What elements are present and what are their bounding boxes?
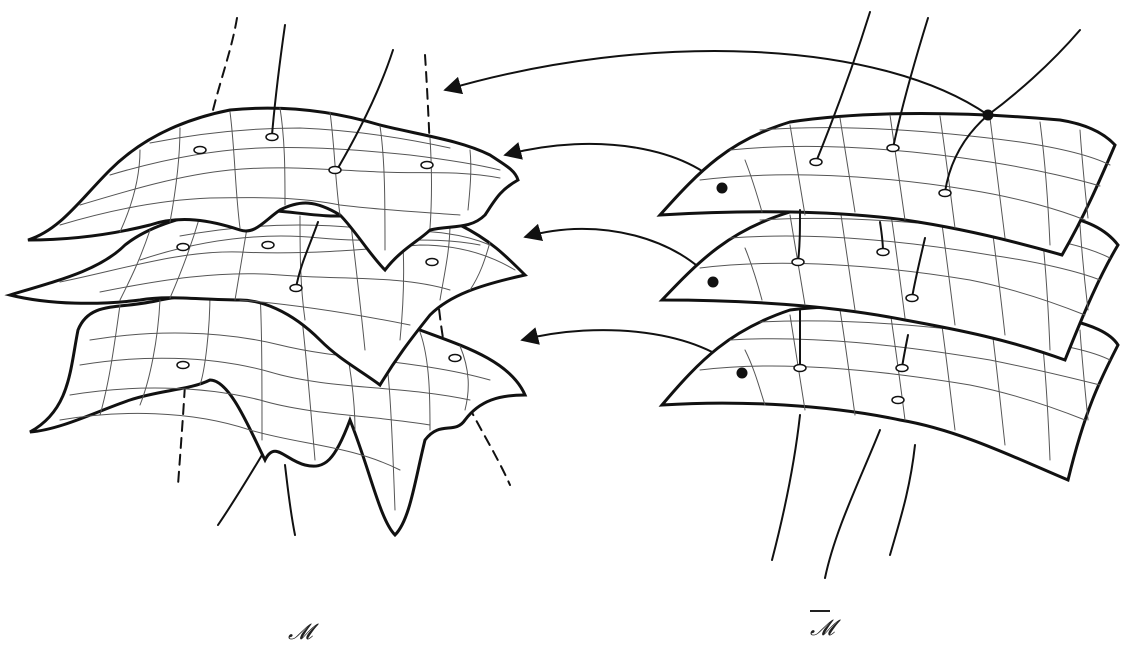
arrow-2 xyxy=(503,142,723,189)
fiber-bottom-2 xyxy=(284,464,296,536)
left-manifold xyxy=(4,17,528,538)
right-piercings xyxy=(791,143,952,405)
right-manifold xyxy=(656,11,1120,579)
fiber-below-2 xyxy=(824,429,881,579)
arrow-3 xyxy=(523,223,714,283)
left-sheet-top xyxy=(27,106,520,273)
fiber-mid-1 xyxy=(295,221,319,289)
arrow-origin-dots xyxy=(707,109,994,379)
left-sheet-bottom xyxy=(29,287,528,538)
fiber-top-1 xyxy=(271,24,286,136)
arrow-1 xyxy=(443,50,989,116)
fiber-below-3 xyxy=(889,444,916,556)
fiber-bottom-1 xyxy=(217,454,263,526)
left-manifold-label: 𝓜 xyxy=(288,620,313,645)
overline-bar xyxy=(810,610,830,612)
fiber-r-1 xyxy=(815,11,871,163)
right-sheet-top xyxy=(656,112,1117,257)
right-manifold-label-text: 𝓜 xyxy=(810,616,835,641)
right-sheet-bottom xyxy=(658,304,1120,483)
fiber-r-6 xyxy=(911,237,926,299)
right-manifold-label: 𝓜 xyxy=(810,610,835,641)
fiber-top-2 xyxy=(337,49,394,169)
fiber-below-1 xyxy=(771,414,801,561)
fiber-r-2 xyxy=(892,17,929,149)
left-piercings xyxy=(176,132,462,370)
